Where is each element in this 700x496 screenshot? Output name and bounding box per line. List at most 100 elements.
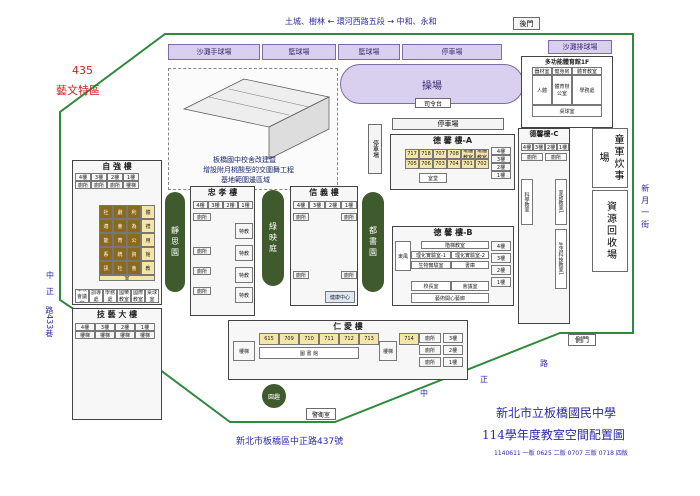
bottom-road-3: 路 — [540, 359, 548, 368]
sand-volleyball-court[interactable]: 沙灘排球場 — [548, 40, 612, 54]
stairs: 樓梯 — [233, 341, 255, 361]
floor-label: 3樓 — [533, 143, 545, 151]
floor-label: 2樓 — [325, 201, 341, 209]
floor-label: 3樓 — [91, 173, 107, 181]
ziqiang-ground: 國際教室 — [131, 289, 145, 303]
special-ed: 特教 — [235, 223, 253, 239]
parking-mid[interactable]: 停車場 — [392, 118, 504, 130]
construction-title: 板橋國中校舍改建暨 — [213, 156, 276, 164]
floor-label: 3樓 — [309, 201, 325, 209]
restroom: 廁所 — [419, 333, 441, 343]
restroom: 廁所 — [341, 213, 357, 221]
renai-building[interactable]: 仁 愛 樓 615 709 710 711 712 713 714 圖 書 館 … — [228, 320, 468, 380]
art-gallery: 藝術開心藝廊 — [411, 293, 489, 303]
floor-label: 4樓 — [293, 201, 309, 209]
restroom: 廁所 — [91, 181, 107, 189]
restroom: 廁所 — [521, 153, 543, 161]
jiyi-building[interactable]: 技 藝 大 樓 4樓 3樓 2樓 1樓 樓梯 樓梯 樓梯 樓梯 — [72, 308, 162, 420]
floor-label: 2樓 — [545, 143, 557, 151]
xinyi-building[interactable]: 信 義 樓 4樓 3樓 2樓 1樓 廁所 廁所 廁所 廁所 健康中心 — [290, 186, 358, 306]
ziqiang-ground: 國樂教室 — [117, 289, 131, 303]
classroom: 710 — [299, 333, 319, 345]
sports-field[interactable]: 操場 — [340, 64, 524, 104]
floor-label: 4樓 — [521, 143, 533, 151]
basketball-court-2[interactable]: 籃球場 — [338, 44, 400, 60]
parking-side[interactable]: 停車場 — [368, 124, 382, 174]
floor-label: 4樓 — [75, 173, 91, 181]
dexin-c-building[interactable]: 德馨樓-C 4樓 3樓 2樓 1樓 廁所 廁所 科學教室 家政教室1 生活科技教… — [518, 128, 570, 324]
dexin-b-building[interactable]: 德 馨 樓-B 4樓 3樓 2樓 1樓 階梯教室 理化實驗室-1 理化實驗室-2… — [392, 226, 514, 306]
basketball-court-1[interactable]: 籃球場 — [262, 44, 336, 60]
lab: 生物實驗室 — [411, 261, 451, 269]
floor-label: 4樓 — [491, 147, 511, 155]
lab: 理化實驗室-1 — [411, 251, 451, 259]
tech-classroom: 生活科技教室1 — [555, 229, 567, 289]
stairs: 樓梯 — [123, 181, 139, 189]
left-road-lane: 路433巷 — [44, 306, 54, 338]
guard-room[interactable]: 警衛室 — [306, 408, 336, 420]
restroom: 廁所 — [75, 181, 91, 189]
ziqiang-room: 教 — [141, 261, 155, 275]
jingsi-garden[interactable]: 靜思園 — [165, 192, 185, 292]
sand-handball-court[interactable]: 沙灘手球場 — [168, 44, 260, 60]
principal-office: 校長室 — [411, 281, 451, 291]
boy-scouts-cooking-area[interactable]: 童軍炊事場 — [592, 128, 628, 188]
zhongxiao-building[interactable]: 忠 孝 樓 4樓 3樓 2樓 1樓 廁所 特教 廁所 特教 廁所 特教 廁所 特… — [190, 186, 255, 316]
ziqiang-building[interactable]: 自 強 樓 4樓 3樓 2樓 1樓 廁所 廁所 廁所 樓梯 社 劇 利 體 適 … — [72, 160, 162, 305]
classroom: 712 — [339, 333, 359, 345]
side-gate[interactable]: 側門 — [568, 334, 596, 346]
top-road-label: 土城、樹林 ← 環河西路五段 → 中和、永和 — [285, 17, 437, 26]
floor-label: 1樓 — [557, 143, 569, 151]
floor-label: 3樓 — [491, 253, 511, 263]
classroom: 705 — [405, 159, 419, 169]
gym-room: 體育教室 — [572, 67, 602, 75]
floor-label: 4樓 — [193, 201, 208, 209]
recycle-area[interactable]: 資源回收場 — [592, 190, 628, 272]
hall: 室堂 — [419, 173, 447, 183]
ziqiang-room: 社 — [113, 261, 127, 275]
district-name: 藝文特區 — [56, 84, 100, 97]
classroom: 701 — [461, 159, 475, 169]
restroom: 廁所 — [419, 345, 441, 355]
health-center: 健康中心 — [325, 291, 355, 303]
ziqiang-ground: 學務處 — [103, 289, 117, 303]
science-classroom: 科學教室 — [521, 179, 533, 225]
gym-room: 器材室 — [532, 67, 552, 75]
floor-label: 2樓 — [491, 265, 511, 275]
left-road-char-1: 中 — [46, 271, 54, 280]
ziqiang-room: 會 — [113, 219, 127, 233]
classroom: 615 — [259, 333, 279, 345]
ziqiang-title: 自 強 樓 — [102, 162, 132, 171]
stairs: 樓梯 — [75, 331, 95, 339]
floor-label: 1樓 — [238, 201, 253, 209]
classroom: 703 — [433, 159, 447, 169]
ziqiang-room: 能 — [99, 233, 113, 247]
floor-label: 1樓 — [443, 357, 463, 367]
restroom: 廁所 — [193, 287, 211, 295]
podium[interactable]: 司令台 — [415, 98, 451, 108]
book-garden[interactable]: 都書園 — [362, 192, 384, 292]
ziqiang-room: 禮 — [141, 219, 155, 233]
floor-label: 4樓 — [75, 323, 95, 331]
classroom: 713 — [359, 333, 379, 345]
classroom: 718 — [419, 149, 433, 159]
dexin-a-building[interactable]: 德 馨 樓-A 4樓 3樓 2樓 1樓 717 718 707 708 電腦教室… — [390, 134, 515, 190]
garden-circle[interactable]: 園趣 — [262, 384, 286, 408]
restroom: 廁所 — [293, 213, 309, 221]
floor-label: 2樓 — [491, 163, 511, 171]
back-gate[interactable]: 後門 — [513, 17, 540, 30]
right-road: 新月一街 — [640, 184, 650, 232]
classroom: 717 — [405, 149, 419, 159]
restroom: 廁所 — [545, 153, 567, 161]
construction-line3: 基地範圍邊區域 — [221, 176, 270, 184]
floor-label: 2樓 — [443, 345, 463, 355]
ziqiang-room: 統 — [113, 247, 127, 261]
restroom: 廁所 — [293, 271, 309, 279]
floor-label: 1樓 — [341, 201, 357, 209]
gym-room: 健身房 — [552, 67, 572, 75]
parking-top[interactable]: 停車場 — [402, 44, 502, 60]
classroom: 711 — [319, 333, 339, 345]
ziqiang-room: 資 — [127, 247, 141, 261]
liyu-courtyard[interactable]: 綠映庭 — [262, 190, 284, 286]
multi-gym[interactable]: 多功能體育館1F 器材室 健身房 體育教室 人體 體育辦公室 學務處 桌球室 — [521, 56, 613, 128]
